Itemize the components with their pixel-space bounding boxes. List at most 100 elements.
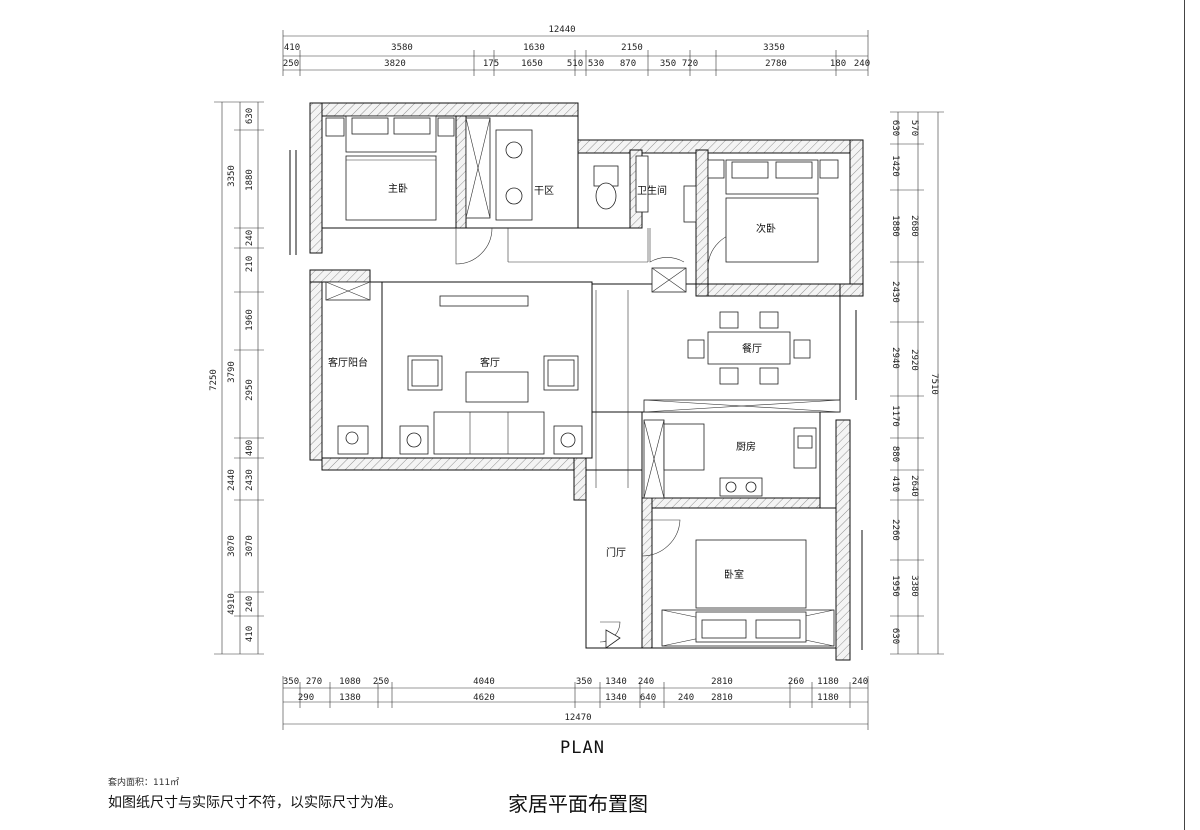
svg-text:1180: 1180 <box>817 693 839 703</box>
svg-text:630: 630 <box>890 628 900 644</box>
right-dimension-lines <box>890 111 944 655</box>
room-label-bathroom: 卫生间 <box>637 184 667 197</box>
svg-text:1420: 1420 <box>890 155 900 177</box>
frame-border <box>1184 0 1185 830</box>
svg-text:3580: 3580 <box>391 43 413 53</box>
walls <box>309 102 864 661</box>
bottom-dimension-lines <box>282 676 869 730</box>
svg-text:4620: 4620 <box>473 693 495 703</box>
svg-text:1380: 1380 <box>339 693 361 703</box>
svg-text:240: 240 <box>245 596 255 612</box>
svg-text:510: 510 <box>567 59 583 69</box>
svg-text:240: 240 <box>678 693 694 703</box>
svg-text:250: 250 <box>373 677 389 687</box>
svg-text:180: 180 <box>830 59 846 69</box>
svg-text:210: 210 <box>245 256 255 272</box>
svg-text:2810: 2810 <box>711 677 733 687</box>
svg-text:410: 410 <box>245 626 255 642</box>
svg-text:400: 400 <box>245 440 255 456</box>
svg-text:1080: 1080 <box>339 677 361 687</box>
svg-text:870: 870 <box>620 59 636 69</box>
svg-text:240: 240 <box>852 677 868 687</box>
bedroom-furniture <box>695 539 807 643</box>
svg-text:2640: 2640 <box>909 475 919 497</box>
living-room-furniture <box>337 295 583 455</box>
svg-text:250: 250 <box>283 59 299 69</box>
room-label-dining-room: 餐厅 <box>742 342 762 355</box>
bottom-total-dimension: 12470 <box>564 713 591 723</box>
bottom-dimension-row-1: 350 270 1080 250 4040 350 1340 240 2810 … <box>283 677 868 687</box>
room-label-second-bedroom: 次卧 <box>756 222 776 235</box>
kitchen-fixtures <box>663 423 817 497</box>
svg-text:350: 350 <box>576 677 592 687</box>
svg-text:3820: 3820 <box>384 59 406 69</box>
top-dimension-row-2: 250 3820 175 1650 510 530 870 350 720 27… <box>283 59 870 69</box>
svg-text:2430: 2430 <box>245 469 255 491</box>
area-note: 套内面积：111㎡ <box>108 778 180 788</box>
svg-text:3380: 3380 <box>909 575 919 597</box>
svg-text:1880: 1880 <box>245 169 255 191</box>
svg-text:240: 240 <box>638 677 654 687</box>
svg-text:270: 270 <box>306 677 322 687</box>
left-dimension-lines <box>214 101 264 655</box>
svg-text:1880: 1880 <box>890 215 900 237</box>
svg-text:240: 240 <box>854 59 870 69</box>
dry-area-vanity <box>495 129 533 221</box>
room-outlines <box>289 115 863 650</box>
svg-text:410: 410 <box>284 43 300 53</box>
svg-text:1340: 1340 <box>605 693 627 703</box>
room-label-bedroom: 卧室 <box>724 568 744 581</box>
svg-text:290: 290 <box>298 693 314 703</box>
left-dimension-texts: 7250 3350 3790 2440 3070 4910 630 1880 2… <box>209 108 255 642</box>
svg-text:2940: 2940 <box>890 347 900 369</box>
svg-text:350: 350 <box>283 677 299 687</box>
plan-caption: PLAN <box>560 738 605 758</box>
svg-text:1650: 1650 <box>521 59 543 69</box>
svg-text:2150: 2150 <box>621 43 643 53</box>
room-label-living-room: 客厅 <box>480 356 500 369</box>
svg-text:4040: 4040 <box>473 677 495 687</box>
svg-text:2810: 2810 <box>711 693 733 703</box>
top-dimension-lines <box>282 30 869 76</box>
bathroom-fixtures <box>593 155 649 213</box>
svg-text:4910: 4910 <box>227 593 237 615</box>
svg-text:3070: 3070 <box>245 535 255 557</box>
room-label-living-balcony: 客厅阳台 <box>328 356 368 369</box>
doors <box>455 227 745 643</box>
dining-table-set <box>687 311 811 385</box>
master-bedroom-furniture <box>325 115 455 221</box>
svg-text:2440: 2440 <box>227 469 237 491</box>
svg-text:2680: 2680 <box>909 215 919 237</box>
svg-text:3350: 3350 <box>227 165 237 187</box>
svg-text:7510: 7510 <box>929 373 939 395</box>
svg-text:3790: 3790 <box>227 361 237 383</box>
svg-text:640: 640 <box>640 693 656 703</box>
size-disclaimer: 如图纸尺寸与实际尺寸不符，以实际尺寸为准。 <box>108 795 402 811</box>
bottom-dimension-row-2: 290 1380 4620 1340 640 240 2810 1180 <box>298 693 839 703</box>
room-label-kitchen: 厨房 <box>736 440 756 453</box>
svg-text:2260: 2260 <box>890 519 900 541</box>
svg-text:240: 240 <box>245 230 255 246</box>
top-total-dimension: 12440 <box>548 25 575 35</box>
svg-text:260: 260 <box>788 677 804 687</box>
svg-text:350: 350 <box>660 59 676 69</box>
svg-text:720: 720 <box>682 59 698 69</box>
svg-text:530: 530 <box>588 59 604 69</box>
svg-text:630: 630 <box>890 120 900 136</box>
svg-text:1630: 1630 <box>523 43 545 53</box>
room-label-master-bedroom: 主卧 <box>388 182 408 195</box>
svg-text:2920: 2920 <box>909 349 919 371</box>
svg-text:1170: 1170 <box>890 405 900 427</box>
svg-text:1180: 1180 <box>817 677 839 687</box>
svg-text:2780: 2780 <box>765 59 787 69</box>
top-dimension-row-1: 410 3580 1630 2150 3350 <box>284 43 785 53</box>
drawing-title: 家居平面布置图 <box>508 792 648 816</box>
svg-text:410: 410 <box>890 476 900 492</box>
svg-text:1950: 1950 <box>890 575 900 597</box>
svg-text:3070: 3070 <box>227 535 237 557</box>
svg-text:2430: 2430 <box>890 281 900 303</box>
svg-text:630: 630 <box>245 108 255 124</box>
svg-text:1960: 1960 <box>245 309 255 331</box>
room-label-dry-area: 干区 <box>534 185 554 197</box>
